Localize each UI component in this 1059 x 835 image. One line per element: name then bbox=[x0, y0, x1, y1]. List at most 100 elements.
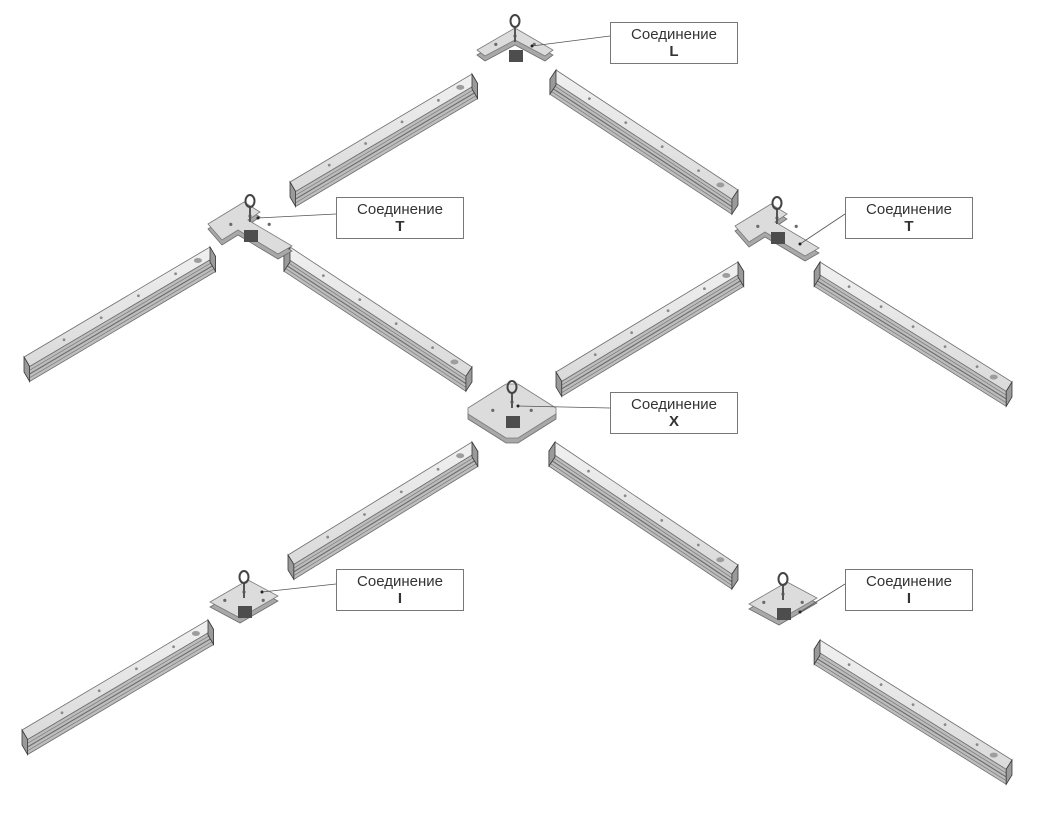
rail-hole bbox=[879, 305, 883, 309]
rail-end-cap bbox=[289, 180, 297, 208]
connector-i-right bbox=[748, 572, 818, 626]
rail-groove bbox=[27, 640, 214, 751]
rail-hole bbox=[624, 121, 628, 124]
leader-x-dot bbox=[516, 404, 520, 408]
rail-top-face bbox=[23, 246, 217, 368]
rail-mid-right-up bbox=[555, 260, 745, 398]
rail-hole bbox=[399, 490, 403, 494]
eye-bolt-ring bbox=[509, 14, 521, 28]
rail-hole bbox=[623, 494, 627, 498]
leader-t-right bbox=[799, 213, 846, 245]
connector-bracket bbox=[509, 50, 523, 62]
rail-hole bbox=[593, 353, 597, 357]
rail-slot bbox=[989, 752, 998, 758]
rail-groove bbox=[561, 282, 744, 393]
rail-end-cap bbox=[207, 618, 215, 646]
rail-hole bbox=[911, 703, 915, 707]
rail-slot bbox=[193, 258, 202, 264]
rail-end-cap bbox=[287, 553, 295, 581]
rail-groove bbox=[27, 632, 214, 744]
connector-t-right bbox=[734, 196, 820, 262]
connector-l bbox=[476, 14, 554, 62]
leader-t-left-dot bbox=[256, 216, 260, 220]
rail-slot bbox=[722, 273, 731, 279]
rail-hole bbox=[136, 294, 140, 298]
rail-groove bbox=[813, 278, 1007, 400]
connector-screw bbox=[529, 408, 533, 412]
rail-hole bbox=[358, 298, 362, 301]
rail-left-upper-outer bbox=[23, 245, 217, 383]
rail-end-cap bbox=[209, 245, 217, 273]
leader-t-left bbox=[257, 213, 337, 219]
rail-hole bbox=[97, 689, 101, 693]
label-connection-l: Соединение L bbox=[610, 22, 738, 64]
label-letter: I bbox=[906, 590, 912, 607]
connector-i-left bbox=[209, 570, 279, 624]
rail-right-outer bbox=[813, 260, 1013, 408]
rail-hole bbox=[847, 285, 851, 289]
rail-end-cap bbox=[23, 355, 31, 383]
label-connection-i-right: Соединение I bbox=[845, 569, 973, 611]
rail-hole bbox=[62, 338, 66, 342]
leader-x bbox=[517, 405, 611, 409]
rail-groove bbox=[548, 454, 733, 579]
label-title: Соединение bbox=[357, 572, 443, 590]
rail-hole bbox=[327, 163, 331, 167]
rail-slot bbox=[989, 374, 998, 380]
rail-groove bbox=[293, 462, 478, 576]
rail-hole bbox=[436, 467, 440, 471]
rail-groove bbox=[549, 90, 733, 211]
rail-groove bbox=[814, 652, 1007, 774]
rail-hole bbox=[326, 535, 330, 539]
rail-top-left bbox=[289, 72, 479, 208]
rail-groove bbox=[548, 458, 733, 583]
connector-screw bbox=[532, 42, 536, 47]
connector-plate bbox=[209, 579, 279, 619]
rail-groove bbox=[549, 86, 733, 208]
rail-hole bbox=[587, 97, 591, 100]
rail-hole bbox=[943, 345, 947, 349]
rail-top-face bbox=[283, 246, 473, 377]
rail-hole bbox=[363, 513, 366, 516]
rail-left-lower-outer bbox=[21, 618, 215, 756]
label-connection-t-left: Соединение T bbox=[336, 197, 464, 239]
label-letter: L bbox=[669, 43, 679, 60]
rail-groove bbox=[283, 263, 467, 385]
rail-groove bbox=[549, 82, 733, 204]
label-title: Соединение bbox=[866, 572, 952, 590]
rail-hole bbox=[975, 365, 979, 369]
leader-l bbox=[531, 35, 611, 47]
rail-groove bbox=[29, 267, 216, 378]
label-letter: T bbox=[904, 218, 914, 235]
connector-x bbox=[467, 380, 557, 444]
rail-groove bbox=[293, 458, 479, 573]
rail-hole bbox=[703, 287, 706, 291]
rail-end-cap bbox=[21, 728, 29, 756]
rail-hole bbox=[431, 346, 434, 349]
rail-hole bbox=[666, 309, 670, 313]
connector-plate bbox=[734, 203, 820, 257]
rail-hole bbox=[99, 316, 103, 320]
rail-hole bbox=[879, 683, 883, 687]
rail-hole bbox=[587, 469, 590, 473]
connector-screw bbox=[494, 42, 498, 47]
label-connection-i-left: Соединение I bbox=[336, 569, 464, 611]
rail-groove bbox=[283, 259, 467, 381]
rail-hole bbox=[630, 331, 634, 335]
connector-screw bbox=[261, 598, 265, 603]
rail-groove bbox=[283, 267, 467, 388]
eye-bolt-ring bbox=[506, 380, 518, 394]
rail-groove bbox=[814, 282, 1007, 403]
rail-hole bbox=[911, 325, 915, 329]
connector-screw bbox=[229, 222, 233, 226]
leader-t-right-dot bbox=[798, 242, 802, 246]
rail-hole bbox=[321, 274, 325, 277]
rail-groove bbox=[29, 263, 216, 375]
rail-hole bbox=[364, 142, 368, 145]
connector-screw bbox=[756, 224, 760, 228]
rail-hole bbox=[400, 120, 404, 124]
eye-bolt-ring bbox=[777, 572, 789, 586]
rail-hole bbox=[394, 322, 398, 325]
connector-screw bbox=[794, 224, 798, 228]
rail-low-right-down bbox=[548, 440, 739, 591]
